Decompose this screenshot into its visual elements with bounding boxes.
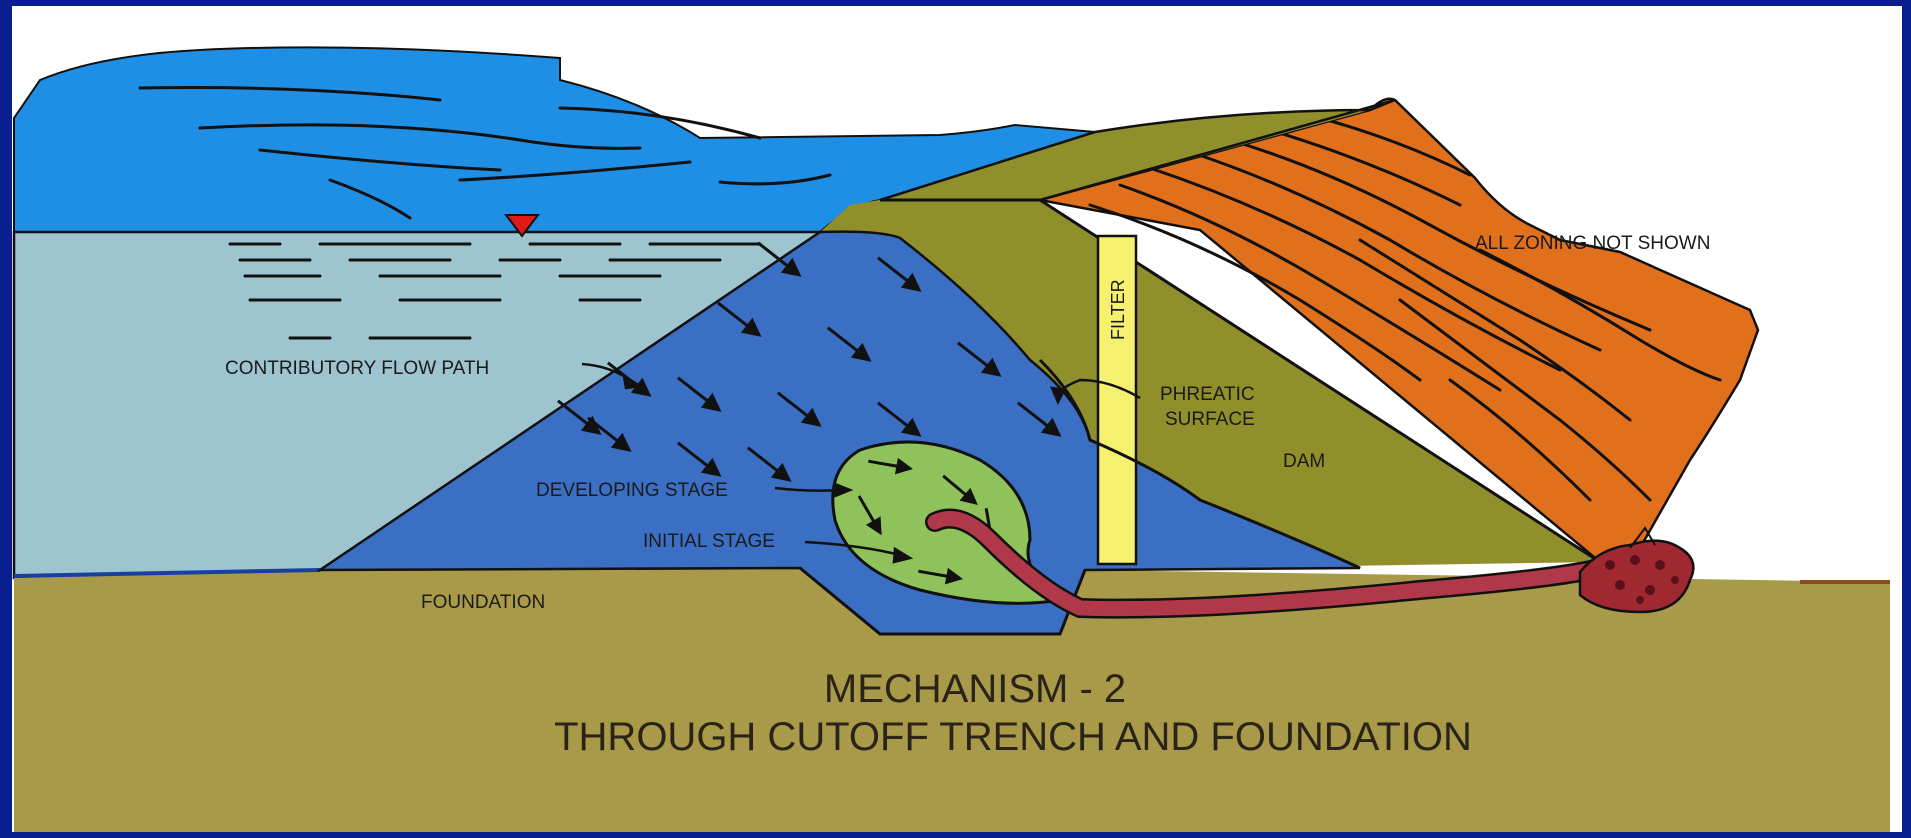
initial-stage-label: INITIAL STAGE [643, 531, 775, 552]
developing-stage-label: DEVELOPING STAGE [536, 480, 728, 501]
diagram-title-line1: MECHANISM - 2 [824, 667, 1126, 711]
diagram-title-line2: THROUGH CUTOFF TRENCH AND FOUNDATION [554, 715, 1472, 759]
foundation-label: FOUNDATION [421, 592, 545, 613]
phreatic-label-line2: SURFACE [1165, 409, 1255, 430]
zoning-note-label: ALL ZONING NOT SHOWN [1475, 233, 1710, 254]
contributory-flow-path-label: CONTRIBUTORY FLOW PATH [225, 358, 489, 379]
phreatic-label-line1: PHREATIC [1160, 384, 1255, 405]
dam-label: DAM [1283, 451, 1325, 472]
filter-label: FILTER [1108, 279, 1128, 340]
